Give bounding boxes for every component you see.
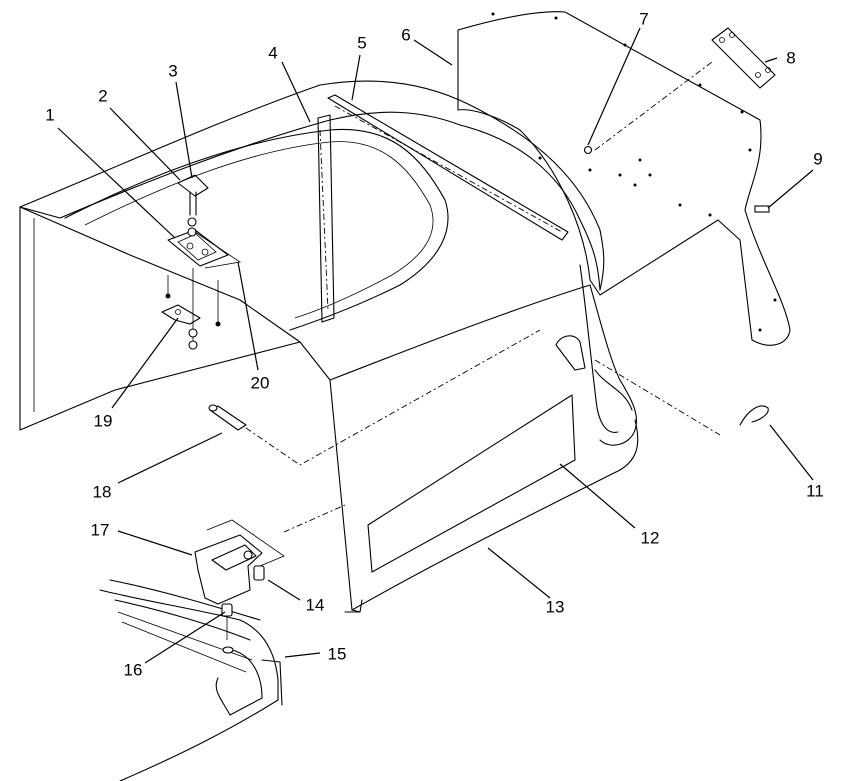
hook-12	[555, 335, 586, 371]
callout-15: 15	[328, 644, 347, 663]
callout-8: 8	[786, 48, 795, 67]
rear-panel	[457, 11, 791, 346]
latch-assembly	[161, 174, 242, 350]
callout-18: 18	[93, 482, 112, 501]
callout-9: 9	[813, 149, 822, 168]
callout-11: 11	[806, 481, 824, 500]
frame-base	[99, 579, 283, 781]
callout-2: 2	[98, 86, 107, 105]
leader-lines	[57, 27, 814, 664]
callout-7: 7	[639, 9, 648, 28]
screw-14	[253, 565, 265, 581]
callout-labels: 1 2 3 4 5 6 7 8 9 11 12 13 14 15 16 17 1…	[45, 9, 824, 679]
callout-3: 3	[168, 61, 177, 80]
bar-4	[317, 114, 335, 323]
callout-17: 17	[91, 520, 110, 539]
callout-6: 6	[401, 25, 410, 44]
callout-12: 12	[641, 528, 660, 547]
callout-20: 20	[251, 373, 270, 392]
bolt-9	[754, 205, 770, 213]
callout-14: 14	[306, 595, 325, 614]
hinge-bracket-17	[194, 504, 346, 605]
callout-5: 5	[357, 33, 366, 52]
callout-4: 4	[268, 43, 277, 62]
callout-19: 19	[94, 411, 113, 430]
screw-16	[221, 603, 233, 640]
hood-body	[19, 80, 639, 613]
pin-18	[208, 329, 541, 466]
callout-13: 13	[546, 597, 565, 616]
cover-plate	[594, 27, 776, 151]
hinge-strip-5	[327, 94, 569, 241]
callout-16: 16	[124, 660, 143, 679]
bumper-11	[594, 359, 769, 436]
callout-1: 1	[45, 105, 54, 124]
nut-7	[583, 145, 593, 155]
